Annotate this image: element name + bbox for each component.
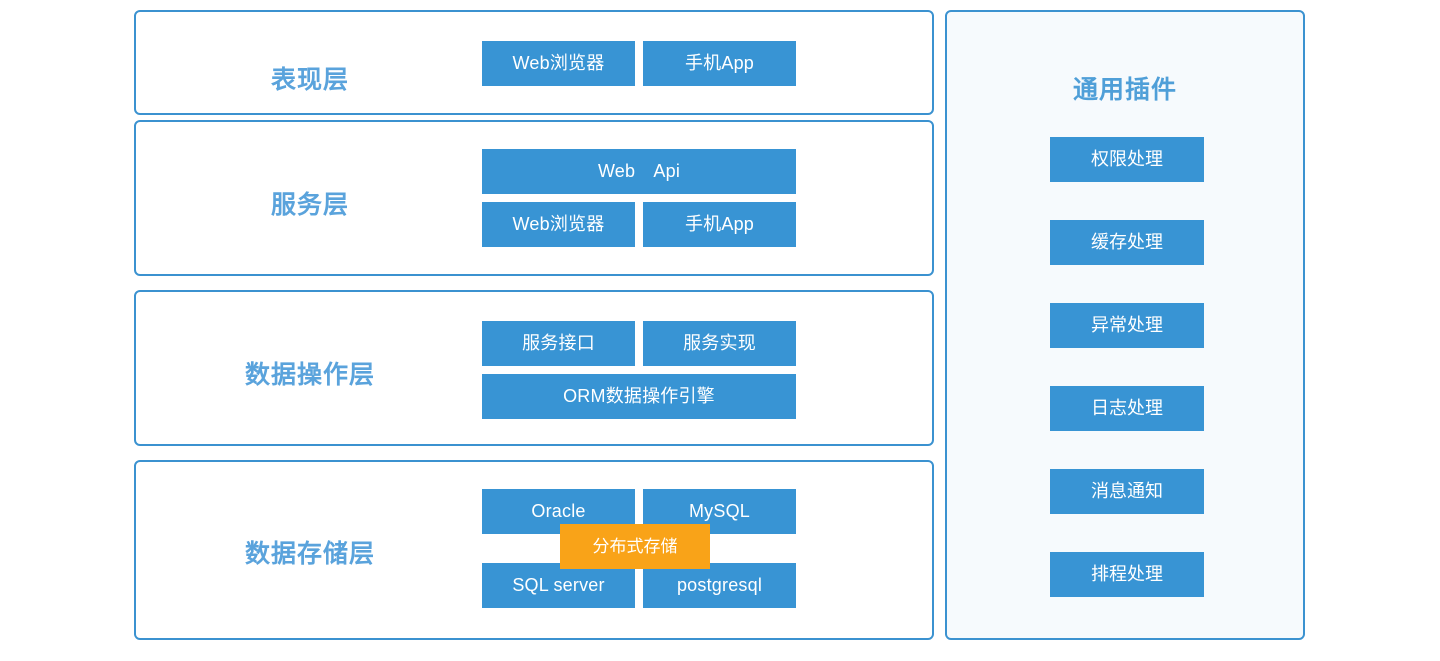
box-postgresql[interactable]: postgresql — [643, 563, 796, 608]
layer-title-data-storage: 数据存储层 — [244, 540, 375, 568]
layer-boxes-service: Web Api Web浏览器 手机App — [482, 149, 934, 247]
box-service-implementation[interactable]: 服务实现 — [643, 321, 796, 366]
box-orm-engine[interactable]: ORM数据操作引擎 — [482, 374, 796, 419]
box-web-api[interactable]: Web Api — [482, 149, 796, 194]
box-mobile-app[interactable]: 手机App — [643, 202, 796, 247]
layer-title-service: 服务层 — [270, 191, 349, 219]
box-row: Web浏览器 手机App — [482, 41, 934, 86]
box-row: 服务接口 服务实现 — [482, 321, 934, 366]
layer-boxes-data-operation: 服务接口 服务实现 ORM数据操作引擎 — [482, 321, 934, 419]
plugin-item-exception[interactable]: 异常处理 — [1050, 303, 1204, 348]
box-web-browser[interactable]: Web浏览器 — [482, 41, 635, 86]
layer-panel-presentation: 表现层 Web浏览器 手机App — [134, 10, 934, 115]
box-sql-server[interactable]: SQL server — [482, 563, 635, 608]
plugin-item-notification[interactable]: 消息通知 — [1050, 469, 1204, 514]
box-web-browser[interactable]: Web浏览器 — [482, 202, 635, 247]
plugin-panel-title: 通用插件 — [1072, 76, 1177, 104]
layer-boxes-presentation: Web浏览器 手机App — [482, 41, 934, 86]
plugin-item-scheduling[interactable]: 排程处理 — [1050, 552, 1204, 597]
layer-title-presentation: 表现层 — [270, 66, 349, 94]
plugin-list: 权限处理 缓存处理 异常处理 日志处理 消息通知 排程处理 — [1050, 137, 1204, 597]
layer-panel-data-operation: 数据操作层 服务接口 服务实现 ORM数据操作引擎 — [134, 290, 934, 446]
layer-panel-service: 服务层 Web Api Web浏览器 手机App — [134, 120, 934, 276]
plugin-item-cache[interactable]: 缓存处理 — [1050, 220, 1204, 265]
plugin-item-permission[interactable]: 权限处理 — [1050, 137, 1204, 182]
box-row: ORM数据操作引擎 — [482, 374, 934, 419]
layer-panel-data-storage: 数据存储层 Oracle MySQL SQL server postgresql — [134, 460, 934, 640]
box-service-interface[interactable]: 服务接口 — [482, 321, 635, 366]
box-mobile-app[interactable]: 手机App — [643, 41, 796, 86]
plugin-panel: 通用插件 权限处理 缓存处理 异常处理 日志处理 消息通知 排程处理 — [945, 10, 1305, 640]
layer-title-data-operation: 数据操作层 — [244, 361, 375, 389]
box-distributed-storage[interactable]: 分布式存储 — [560, 524, 710, 569]
box-oracle[interactable]: Oracle — [482, 489, 635, 534]
plugin-item-logging[interactable]: 日志处理 — [1050, 386, 1204, 431]
box-row: Web Api — [482, 149, 934, 194]
box-row: Web浏览器 手机App — [482, 202, 934, 247]
box-row: SQL server postgresql — [482, 563, 934, 608]
